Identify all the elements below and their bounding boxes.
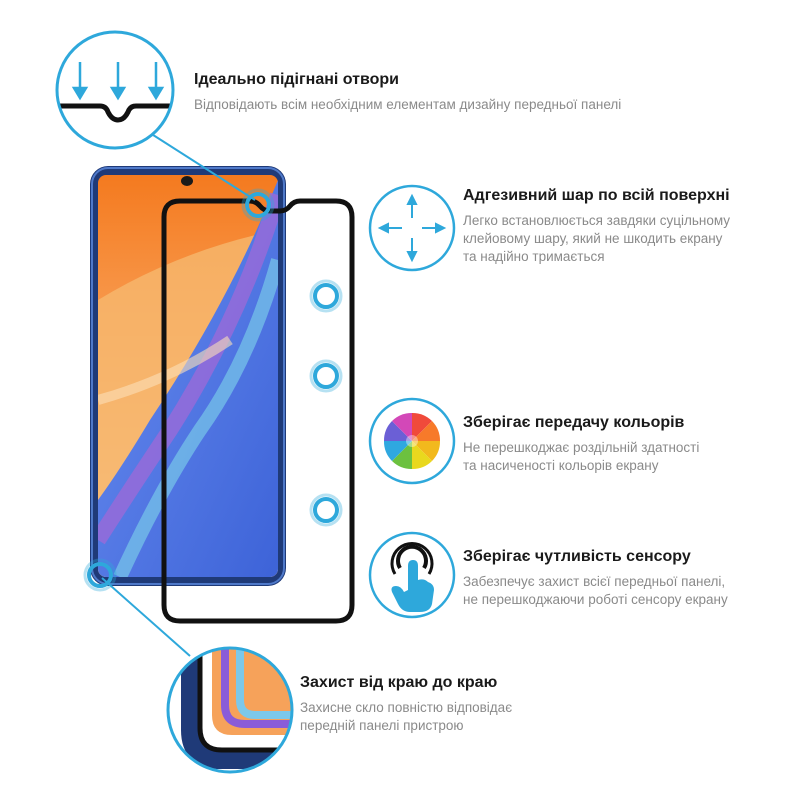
- feature-title: Захист від краю до краю: [300, 674, 498, 691]
- feature-desc-line: Не перешкоджає роздільній здатності: [463, 440, 700, 455]
- feature-desc-line: клейовому шару, який не шкодить екрану: [463, 231, 723, 246]
- edge-zoom-icon: [166, 646, 294, 774]
- arrows-down-notch-icon: [55, 30, 175, 150]
- phone-wallpaper: [98, 175, 278, 577]
- protective-glass: [161, 198, 355, 624]
- feature-desc-line: передній панелі пристрою: [300, 718, 464, 733]
- feature-desc-line: Легко встановлюється завдяки суцільному: [463, 213, 731, 228]
- feature-edge: Захист від краю до краю Захисне скло пов…: [300, 673, 600, 735]
- phone: [90, 166, 286, 586]
- feature-desc-line: Відповідають всім необхідним елементам д…: [194, 97, 622, 112]
- feature-touch: Зберігає чутливість сенсору Забезпечує з…: [463, 547, 793, 609]
- color-wheel-icon: [368, 397, 456, 485]
- expand-arrows-icon: [368, 184, 456, 272]
- callout-lines: [101, 132, 256, 657]
- feature-holes: Ідеально підігнані отвори Відповідають в…: [194, 70, 794, 114]
- feature-desc-line: та насиченості кольорів екрану: [463, 458, 659, 473]
- feature-title: Зберігає передачу кольорів: [463, 414, 685, 431]
- marker-edge: [83, 558, 117, 592]
- feature-desc-line: та надійно тримається: [463, 249, 605, 264]
- feature-title: Адгезивний шар по всій поверхні: [463, 187, 730, 204]
- marker-rings: [83, 188, 343, 592]
- feature-desc-line: Забезпечує захист всієї передньої панелі…: [463, 574, 726, 589]
- marker-top: [241, 188, 275, 222]
- feature-colors: Зберігає передачу кольорів Не перешкоджа…: [463, 413, 793, 475]
- feature-title: Ідеально підігнані отвори: [194, 71, 399, 88]
- feature-adhesive: Адгезивний шар по всій поверхні Легко вс…: [463, 186, 793, 266]
- front-camera: [181, 176, 193, 186]
- feature-desc-line: не перешкоджаючи роботі сенсору екрану: [463, 592, 728, 607]
- touch-finger-icon: [368, 531, 456, 619]
- marker-touch: [309, 493, 343, 527]
- feature-title: Зберігає чутливість сенсору: [463, 548, 691, 565]
- marker-adhesive: [309, 279, 343, 313]
- marker-colors: [309, 359, 343, 393]
- feature-desc-line: Захисне скло повністю відповідає: [300, 700, 513, 715]
